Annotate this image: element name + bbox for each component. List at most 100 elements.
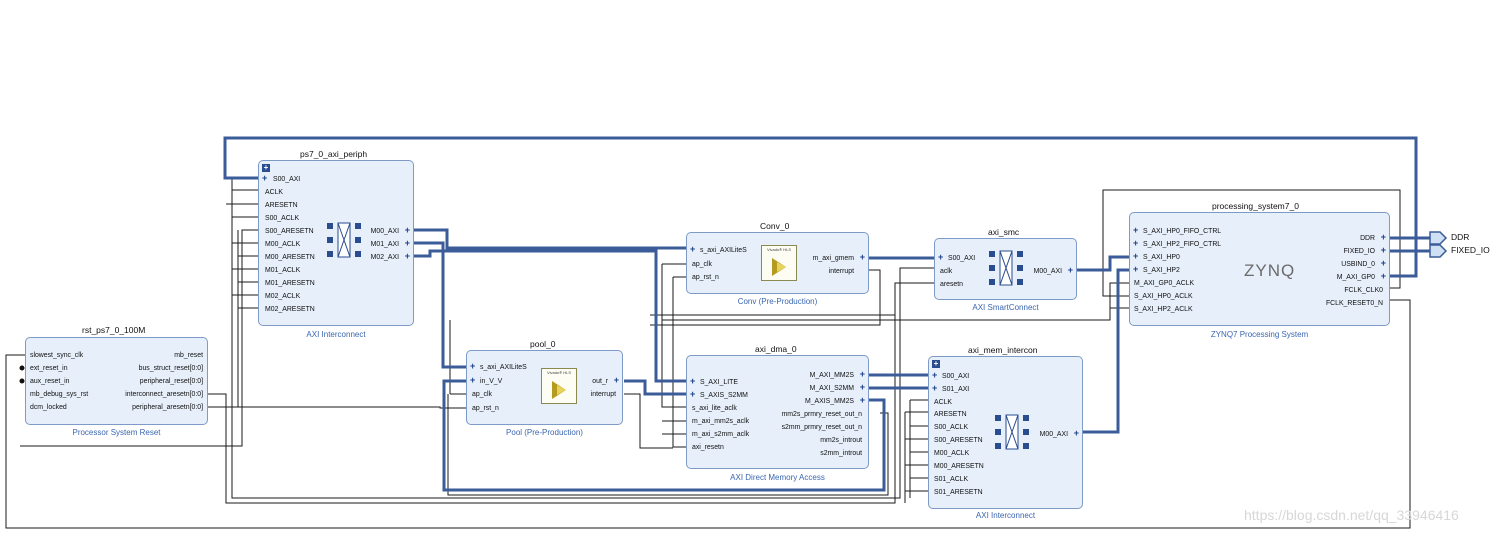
bus-plus-icon[interactable]: + [1380, 232, 1386, 242]
expand-icon[interactable]: + [262, 163, 270, 172]
bus-plus-icon[interactable]: + [404, 225, 410, 235]
conv-block[interactable]: + s_axi_AXILiteS ap_clk ap_rst_n m_axi_g… [686, 232, 869, 294]
mem-port-in[interactable]: S01_ARESETN [934, 489, 983, 496]
dma-port-in[interactable]: S_AXI_LITE [700, 379, 738, 386]
periph-block[interactable]: + + S00_AXI ACLK ARESETN S00_ACLK S00_AR… [258, 160, 414, 326]
dma-port-out[interactable]: mm2s_introut [820, 437, 862, 444]
rst-port-out[interactable]: peripheral_reset[0:0] [139, 378, 203, 385]
bus-plus-icon[interactable]: + [1380, 245, 1386, 255]
ps-port-in[interactable]: S_AXI_HP0_FIFO_CTRL [1143, 228, 1222, 235]
rst-port-in[interactable]: slowest_sync_clk [30, 352, 84, 359]
dma-port-out[interactable]: M_AXI_S2MM [809, 385, 854, 392]
mem-port-in[interactable]: S01_AXI [942, 386, 970, 393]
ps-port-in[interactable]: M_AXI_GP0_ACLK [1134, 280, 1195, 287]
ps-port-out[interactable]: M_AXI_GP0 [1336, 274, 1375, 281]
bus-plus-icon[interactable]: + [859, 252, 865, 262]
dma-port-in[interactable]: m_axi_mm2s_aclk [692, 418, 750, 425]
ps-port-out[interactable]: FCLK_CLK0 [1344, 287, 1383, 294]
dma-port-in[interactable]: axi_resetn [692, 444, 724, 451]
ps-port-out[interactable]: USBIND_0 [1341, 261, 1375, 268]
fixed-io-port-icon[interactable] [1429, 244, 1448, 258]
rst-port-in[interactable]: mb_debug_sys_rst [30, 391, 89, 398]
expand-icon[interactable]: + [932, 359, 940, 368]
smc-block[interactable]: + S00_AXI aclk aresetn M00_AXI + [934, 238, 1077, 300]
periph-port-in[interactable]: M02_ARESETN [265, 306, 315, 313]
dma-port-out[interactable]: M_AXI_MM2S [809, 372, 854, 379]
dma-port-in[interactable]: m_axi_s2mm_aclk [692, 431, 750, 438]
rst-port-in[interactable]: ext_reset_in [30, 365, 68, 372]
periph-port-in[interactable]: S00_ARESETN [265, 228, 314, 235]
smc-port-in[interactable]: S00_AXI [948, 255, 976, 262]
ps-port-out[interactable]: FCLK_RESET0_N [1325, 300, 1383, 307]
mem-port-out[interactable]: M00_AXI [1039, 431, 1068, 438]
mem-port-in[interactable]: S00_ARESETN [934, 437, 983, 444]
bus-plus-icon[interactable]: + [1380, 271, 1386, 281]
ps-block[interactable]: + + + + S_AXI_HP0_FIFO_CTRL S_AXI_HP2_FI… [1129, 212, 1390, 326]
pool-port-out[interactable]: out_r [592, 378, 608, 385]
conv-port-in[interactable]: ap_rst_n [692, 274, 719, 281]
ps-port-in[interactable]: S_AXI_HP2 [1143, 267, 1180, 274]
pool-port-in[interactable]: s_axi_AXILiteS [480, 364, 527, 371]
bus-plus-icon[interactable]: + [1380, 258, 1386, 268]
periph-port-in[interactable]: M01_ACLK [265, 267, 301, 274]
rst-port-out[interactable]: peripheral_aresetn[0:0] [132, 404, 203, 411]
periph-port-out[interactable]: M00_AXI [370, 228, 399, 235]
periph-port-out[interactable]: M01_AXI [370, 241, 399, 248]
dma-port-out[interactable]: mm2s_prmry_reset_out_n [781, 411, 862, 418]
dma-port-in[interactable]: s_axi_lite_aclk [692, 405, 737, 412]
pool-port-in[interactable]: ap_rst_n [472, 405, 499, 412]
conv-port-out[interactable]: interrupt [828, 268, 854, 275]
bus-plus-icon[interactable]: + [859, 395, 865, 405]
bus-plus-icon[interactable]: + [470, 375, 476, 385]
rst-port-out[interactable]: bus_struct_reset[0:0] [138, 365, 203, 372]
dma-block[interactable]: + + S_AXI_LITE S_AXIS_S2MM s_axi_lite_ac… [686, 355, 869, 469]
bus-plus-icon[interactable]: + [690, 244, 696, 254]
rst-port-out[interactable]: mb_reset [174, 352, 203, 359]
mem-port-in[interactable]: ARESETN [934, 411, 967, 418]
mem-port-in[interactable]: S00_AXI [942, 373, 970, 380]
smc-port-in[interactable]: aclk [940, 268, 953, 275]
dma-port-in[interactable]: S_AXIS_S2MM [700, 392, 748, 399]
bus-plus-icon[interactable]: + [690, 389, 696, 399]
bus-plus-icon[interactable]: + [1067, 265, 1073, 275]
periph-port-in[interactable]: S00_AXI [273, 176, 301, 183]
bus-plus-icon[interactable]: + [690, 376, 696, 386]
ps-port-in[interactable]: S_AXI_HP2_ACLK [1134, 306, 1193, 313]
rst-port-in[interactable]: aux_reset_in [30, 378, 70, 385]
periph-port-in[interactable]: M00_ACLK [265, 241, 301, 248]
periph-port-out[interactable]: M02_AXI [370, 254, 399, 261]
dma-port-out[interactable]: s2mm_introut [820, 450, 862, 457]
bus-plus-icon[interactable]: + [1133, 264, 1139, 274]
periph-port-in[interactable]: S00_ACLK [265, 215, 300, 222]
periph-port-in[interactable]: ARESETN [265, 202, 298, 209]
ps-port-in[interactable]: S_AXI_HP0_ACLK [1134, 293, 1193, 300]
mem-port-in[interactable]: ACLK [934, 399, 953, 406]
dma-port-out[interactable]: M_AXIS_MM2S [804, 398, 854, 405]
ps-port-out[interactable]: FIXED_IO [1343, 248, 1375, 255]
ps-port-in[interactable]: S_AXI_HP0 [1143, 254, 1180, 261]
bus-plus-icon[interactable]: + [938, 252, 944, 262]
bus-plus-icon[interactable]: + [404, 238, 410, 248]
conv-port-in[interactable]: ap_clk [692, 261, 712, 268]
periph-port-in[interactable]: M02_ACLK [265, 293, 301, 300]
conv-port-in[interactable]: s_axi_AXILiteS [700, 247, 747, 254]
bus-plus-icon[interactable]: + [1133, 251, 1139, 261]
pool-port-in[interactable]: in_V_V [480, 378, 503, 385]
smc-port-out[interactable]: M00_AXI [1033, 268, 1062, 275]
bus-plus-icon[interactable]: + [932, 383, 938, 393]
rst-block[interactable]: slowest_sync_clk ext_reset_in aux_reset_… [25, 337, 208, 425]
bus-plus-icon[interactable]: + [613, 375, 619, 385]
conv-port-out[interactable]: m_axi_gmem [812, 255, 854, 262]
smc-port-in[interactable]: aresetn [940, 281, 963, 288]
mem-port-in[interactable]: M00_ACLK [934, 450, 970, 457]
ps-port-in[interactable]: S_AXI_HP2_FIFO_CTRL [1143, 241, 1222, 248]
pool-port-in[interactable]: ap_clk [472, 391, 492, 398]
mem-port-in[interactable]: M00_ARESETN [934, 463, 984, 470]
bus-plus-icon[interactable]: + [1133, 225, 1139, 235]
ddr-port-icon[interactable] [1429, 231, 1448, 245]
pool-block[interactable]: + + s_axi_AXILiteS in_V_V ap_clk ap_rst_… [466, 350, 623, 425]
rst-port-out[interactable]: interconnect_aresetn[0:0] [125, 391, 203, 398]
bus-plus-icon[interactable]: + [859, 369, 865, 379]
bus-plus-icon[interactable]: + [1073, 428, 1079, 438]
bus-plus-icon[interactable]: + [859, 382, 865, 392]
